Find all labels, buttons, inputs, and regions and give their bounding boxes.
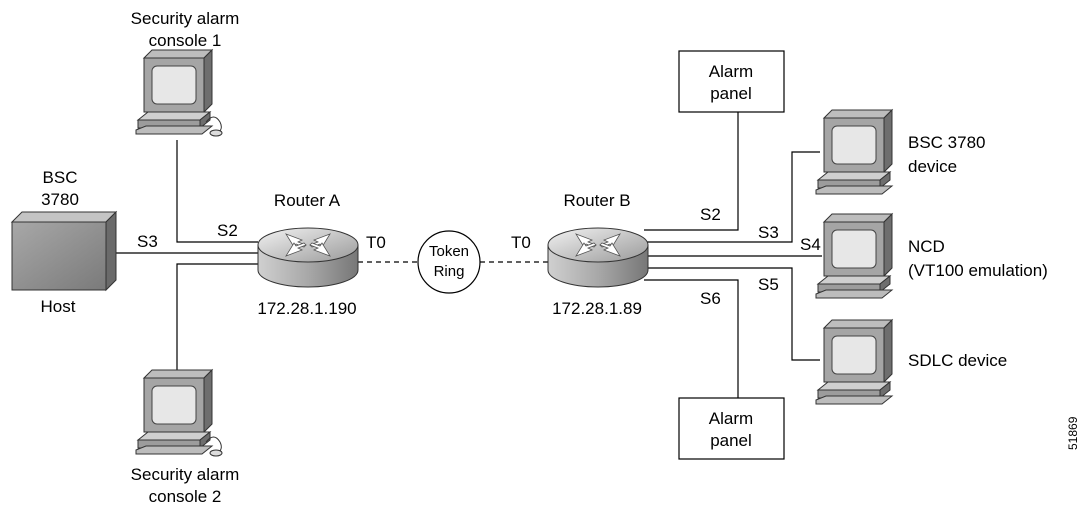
- token-ring-label-line2: Ring: [434, 263, 465, 280]
- alarm-panel-bottom-box: [678, 397, 785, 460]
- token-ring-label-line1: Token: [429, 243, 469, 260]
- ncd-terminal-icon: [815, 213, 893, 299]
- alarm-panel-bottom-label-line1: Alarm: [709, 409, 753, 428]
- sdlc-device-label: SDLC device: [908, 351, 1007, 370]
- alarm-panel-bottom-label-line2: panel: [710, 431, 752, 450]
- router-a-ip-label: 172.28.1.190: [257, 299, 356, 318]
- router-b-icon: [547, 227, 649, 288]
- connections: [116, 112, 822, 398]
- bsc-host-label-line1: BSC: [43, 168, 78, 187]
- router-b-label: Router B: [563, 191, 630, 210]
- router-b-ip-label: 172.28.1.89: [552, 299, 642, 318]
- console1-label-line2: console 1: [149, 31, 222, 50]
- console1-computer-icon: [135, 49, 213, 135]
- link-alarm-bottom-s6: [644, 279, 739, 398]
- token-ring-icon: [417, 230, 481, 294]
- link-sdlc-s5: [644, 267, 820, 361]
- port-label-t0-router-a: T0: [366, 233, 386, 252]
- console2-mouse-icon: [209, 449, 223, 457]
- alarm-panel-top-label-line2: panel: [710, 84, 752, 103]
- router-a-label: Router A: [274, 191, 341, 210]
- router-a-icon: [257, 227, 359, 288]
- figure-id-label: 51869: [1066, 416, 1080, 450]
- port-label-s5-router-b: S5: [758, 275, 779, 294]
- ncd-label-line1: NCD: [908, 237, 945, 256]
- port-label-s4-router-b: S4: [800, 235, 821, 254]
- bsc-device-label-line2: device: [908, 157, 957, 176]
- console1-mouse-icon: [209, 129, 223, 137]
- link-bsc-device-s3: [644, 151, 820, 243]
- console2-computer-icon: [135, 369, 213, 455]
- host-label: Host: [41, 297, 76, 316]
- console2-label-line1: Security alarm: [131, 465, 240, 484]
- sdlc-device-terminal-icon: [815, 319, 893, 405]
- alarm-panel-top-box: [678, 50, 785, 113]
- bsc-device-label-line1: BSC 3780: [908, 133, 986, 152]
- console2-label-line2: console 2: [149, 487, 222, 506]
- bsc-host-label-line2: 3780: [41, 190, 79, 209]
- ncd-label-line2: (VT100 emulation): [908, 261, 1048, 280]
- bsc-device-terminal-icon: [815, 109, 893, 195]
- console1-label-line1: Security alarm: [131, 9, 240, 28]
- alarm-panel-top-label-line1: Alarm: [709, 62, 753, 81]
- link-console2: [176, 263, 258, 370]
- port-label-s2-router-a: S2: [217, 221, 238, 240]
- port-label-s6-router-b: S6: [700, 289, 721, 308]
- port-label-s3-host: S3: [137, 232, 158, 251]
- port-label-s2-router-b: S2: [700, 205, 721, 224]
- link-console1-s2: [176, 140, 258, 243]
- link-alarm-top-s2: [644, 112, 739, 231]
- port-label-t0-router-b: T0: [511, 233, 531, 252]
- port-label-s3-router-b: S3: [758, 223, 779, 242]
- bsc-host-box: [10, 210, 118, 292]
